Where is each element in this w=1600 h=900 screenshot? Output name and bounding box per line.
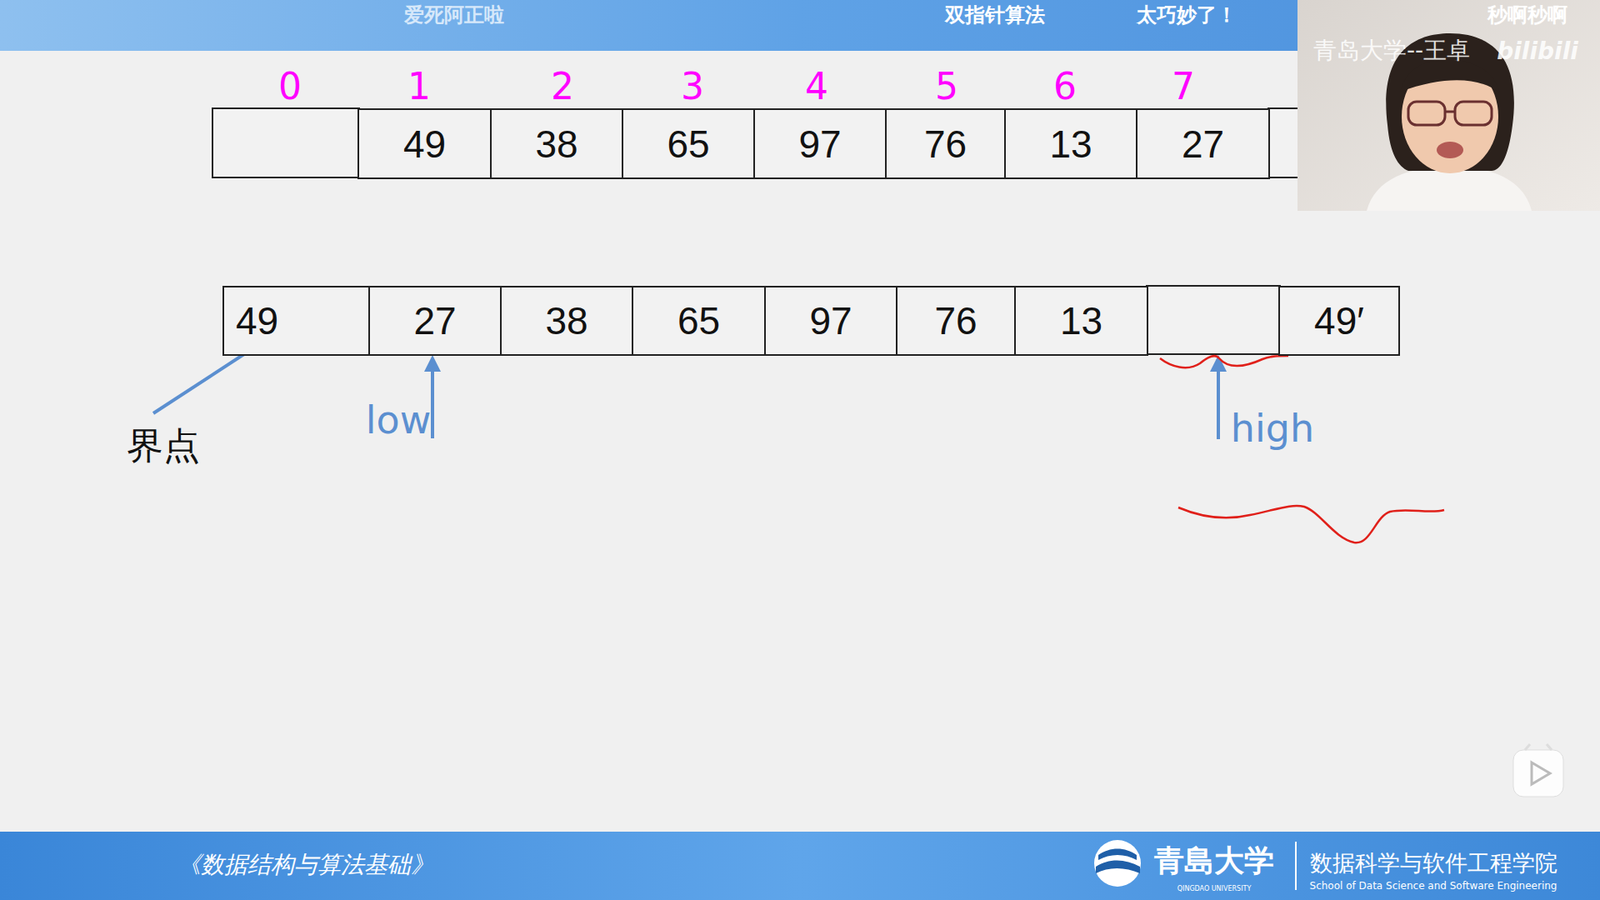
low-arrow	[430, 358, 435, 439]
bilibili-logo: bilibili	[1496, 37, 1579, 65]
pointer-label: high	[1230, 405, 1315, 451]
cell-value: 76	[924, 121, 967, 167]
cell-value: 38	[545, 298, 588, 344]
array-cell: 97	[753, 108, 887, 180]
danmaku-text: 秒啊秒啊	[1487, 1, 1568, 29]
array-cell: 13	[1004, 108, 1138, 180]
array-cell: 49	[357, 108, 492, 180]
school-english: School of Data Science and Software Engi…	[1310, 880, 1558, 892]
array-cell: 49′	[1278, 285, 1400, 356]
array-cell: 65	[621, 108, 755, 180]
array-cell: 49	[222, 285, 370, 356]
array-cell: 38	[490, 108, 624, 180]
red-mark	[1178, 505, 1445, 543]
cell-value: 27	[1181, 121, 1225, 167]
cell-value: 49	[403, 121, 446, 167]
cell-value: 13	[1060, 298, 1103, 344]
array-cell: 97	[764, 285, 898, 356]
index-number: 6	[1053, 65, 1077, 108]
university-name: 青島大学	[1154, 840, 1275, 882]
cell-value: 49	[235, 298, 279, 344]
cell-value: 38	[535, 121, 578, 167]
pivot-label: 界点	[126, 421, 200, 471]
danmaku-text: 双指针算法	[945, 1, 1045, 29]
cell-value: 76	[934, 298, 977, 344]
array-cell: 76	[885, 108, 1006, 180]
index-number: 3	[680, 65, 705, 108]
cell-value: 49′	[1314, 298, 1365, 344]
school-name: 数据科学与软件工程学院	[1310, 848, 1558, 879]
cell-value: 65	[677, 298, 720, 344]
video-watermark: 青岛大学--王卓	[1313, 35, 1470, 67]
high-arrow	[1216, 358, 1220, 440]
university-logo	[1094, 840, 1296, 890]
array-cell: 27	[1135, 108, 1270, 180]
index-number: 4	[805, 65, 829, 108]
empty-cell	[212, 108, 360, 178]
cell-value: 97	[809, 298, 852, 344]
index-number: 2	[550, 65, 575, 108]
index-number: 7	[1171, 65, 1195, 108]
video-inset	[1297, 0, 1600, 211]
pointer-label: low	[365, 397, 432, 443]
course-title: 《数据结构与算法基础》	[177, 849, 435, 881]
array-cell: 38	[500, 285, 634, 356]
danmaku-text: 太巧妙了！	[1136, 1, 1237, 29]
index-number: 0	[278, 65, 302, 108]
danmaku-text: 爱死阿正啦	[404, 1, 505, 29]
index-number: 1	[407, 65, 431, 108]
index-number: 5	[935, 65, 959, 108]
cell-value: 97	[798, 121, 841, 167]
empty-cell	[1146, 285, 1280, 355]
array-cell: 65	[631, 285, 766, 356]
cell-value: 65	[666, 121, 710, 167]
university-english: QINGDAO UNIVERSITY	[1177, 885, 1252, 893]
array-cell: 76	[895, 285, 1016, 356]
cell-value: 27	[413, 298, 456, 344]
footer-bar	[0, 831, 1600, 900]
array-cell: 13	[1014, 285, 1149, 356]
play-button	[1513, 744, 1564, 797]
cell-value: 13	[1049, 121, 1092, 167]
red-mark	[1160, 355, 1289, 368]
array-cell: 27	[368, 285, 502, 356]
